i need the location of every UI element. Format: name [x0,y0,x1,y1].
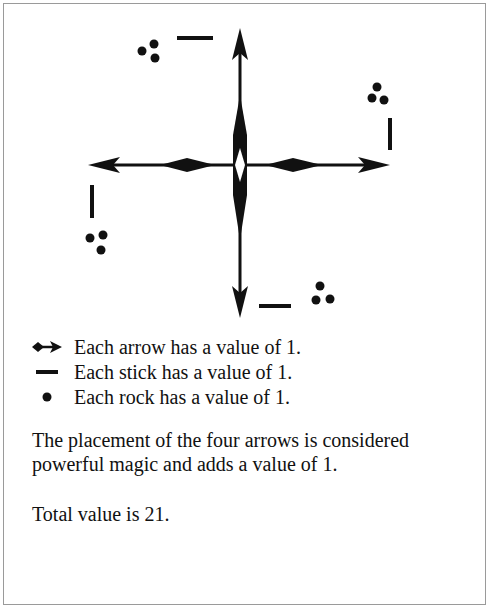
arrow-fletching [160,158,215,172]
arrow-head [232,28,248,60]
rock [97,246,106,255]
center-diamond [235,148,245,182]
stick [177,36,213,40]
sticks [90,36,392,308]
rock [99,231,108,240]
rock-symbol [30,387,64,407]
notes: The placement of the four arrows is cons… [32,428,468,552]
stick [388,118,392,150]
arrow-fletching [265,158,322,172]
rock [368,94,377,103]
arrow-symbol [30,337,64,357]
vertical-arrow [232,28,248,318]
arrow-head [358,157,390,173]
note-text: Total value is 21. [32,502,468,526]
rock [86,234,95,243]
note-text: The placement of the four arrows is cons… [32,428,468,476]
arrow-sample-head [50,341,62,353]
legend-entry: Each stick has a value of 1. [30,359,470,384]
rock [151,54,160,63]
rock [373,83,382,92]
rock [380,96,389,105]
arrow-head [88,157,120,173]
legend: Each arrow has a value of 1.Each stick h… [30,334,470,409]
legend-text: Each stick has a value of 1. [74,360,292,384]
legend-entry: Each arrow has a value of 1. [30,334,470,359]
stick [90,185,94,218]
rock [138,47,147,56]
arrow-head [232,286,248,318]
rocks [86,40,389,305]
rock [312,296,321,305]
stick [259,304,291,308]
rock [316,282,325,291]
stick-sample [36,370,58,374]
legend-text: Each arrow has a value of 1. [74,335,301,359]
arrow-fletching [233,95,247,240]
rock [326,295,335,304]
legend-text: Each rock has a value of 1. [74,385,290,409]
legend-entry: Each rock has a value of 1. [30,384,470,409]
rock-sample [43,392,52,401]
rock [150,40,159,49]
arrow-sample-fletching [32,342,44,352]
stick-symbol [30,362,64,382]
